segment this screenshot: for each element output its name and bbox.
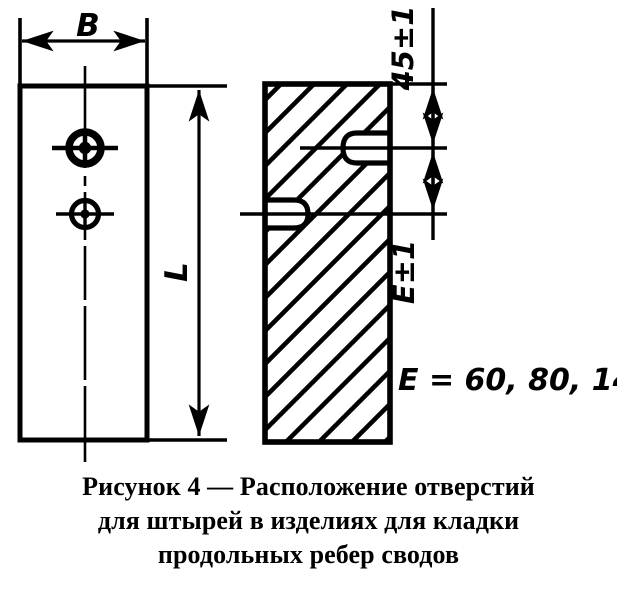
right-dimension-chain <box>240 8 447 240</box>
caption-line-1: Рисунок 4 — Расположение отверстий <box>82 472 535 501</box>
length-dimension <box>147 84 227 442</box>
caption-line-3: продольных ребер сводов <box>157 540 460 569</box>
front-view-outline <box>17 83 150 443</box>
figure-caption: Рисунок 4 — Расположение отверстий для ш… <box>0 470 617 572</box>
length-dimension-label: L <box>159 262 195 282</box>
e-values-note: E = 60, 80, 140 <box>398 363 617 398</box>
caption-line-2: для штырей в изделиях для кладки <box>97 506 520 535</box>
hole-spacing-dimension-label: E±1 <box>387 240 421 304</box>
upper-hole <box>52 128 118 168</box>
width-dimension <box>18 18 149 86</box>
lower-hole <box>56 197 114 231</box>
top-spacing-dimension-label: 45±1 <box>386 6 420 92</box>
section-view <box>262 81 393 445</box>
width-dimension-label: B <box>76 8 100 44</box>
